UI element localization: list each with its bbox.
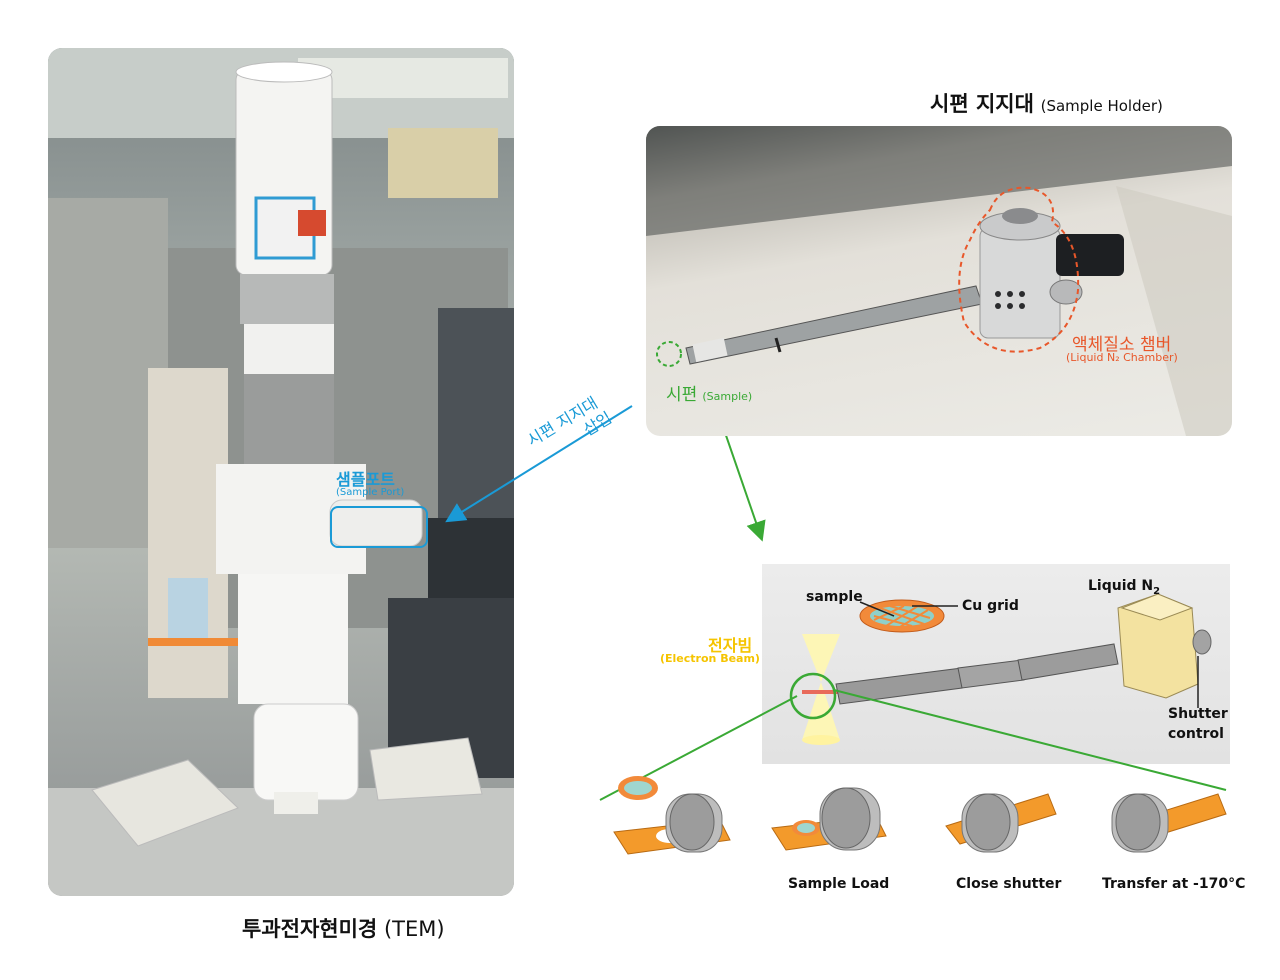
holder-title-ko: 시편 지지대 xyxy=(930,92,1034,116)
chamber-outline xyxy=(958,186,1080,353)
tem-title-en: (TEM) xyxy=(383,917,445,941)
chamber-label-ko: 액체질소 챔버 xyxy=(1072,335,1172,355)
beam-zoom-circle xyxy=(789,672,837,720)
shutter-line2: control xyxy=(1168,726,1224,742)
shutter-control-label: Shutter control xyxy=(1168,704,1228,744)
holder-caption: 시편 지지대 (Sample Holder) xyxy=(930,88,1163,118)
holder-photo xyxy=(646,126,1232,436)
sample-label-en: (Sample) xyxy=(702,390,753,403)
tem-title-ko: 투과전자현미경 xyxy=(242,917,378,941)
insertion-arrow-line xyxy=(445,405,633,523)
sample-label: 시편 (Sample) xyxy=(666,380,752,405)
schematic-sample-label: sample xyxy=(806,589,863,605)
step-sample-load-graphic xyxy=(613,793,731,855)
schematic-illustration xyxy=(802,593,1212,745)
step-close-shutter-graphic-2 xyxy=(945,793,1057,853)
sample-port-label-en: (Sample Port) xyxy=(336,487,405,498)
liquid-n2-text: Liquid N xyxy=(1088,578,1154,594)
tem-illustration xyxy=(48,48,514,896)
holder-schematic xyxy=(762,564,1230,764)
zoom-line-right xyxy=(833,689,1227,791)
beam-label-en: (Electron Beam) xyxy=(660,652,760,665)
tem-photo xyxy=(48,48,514,896)
shutter-line1: Shutter xyxy=(1168,706,1228,722)
schematic-cu-grid-label: Cu grid xyxy=(962,598,1019,614)
step-label-close-shutter: Close shutter xyxy=(956,876,1062,892)
sample-port-highlight xyxy=(330,506,428,548)
step-label-sample-load: Sample Load xyxy=(788,876,890,892)
tem-caption: 투과전자현미경 (TEM) xyxy=(242,913,445,943)
holder-illustration xyxy=(646,126,1232,436)
sample-port-label-ko: 샘플포트 xyxy=(336,470,395,489)
sample-zoom-arrow xyxy=(719,417,766,542)
sample-label-ko: 시편 xyxy=(666,385,698,405)
step-close-shutter-graphic xyxy=(771,787,887,851)
liquid-n2-subscript: 2 xyxy=(1153,585,1161,597)
holder-title-en: (Sample Holder) xyxy=(1040,97,1163,115)
schematic-liquid-n2-label: Liquid N2 xyxy=(1088,578,1160,597)
steps-illustration xyxy=(613,776,1227,855)
sample-circle xyxy=(656,341,682,367)
beam-label-ko: 전자빔 xyxy=(708,636,753,655)
step-transfer-graphic xyxy=(1111,793,1227,853)
step-label-transfer: Transfer at -170°C xyxy=(1102,876,1246,892)
chamber-label-en: (Liquid N₂ Chamber) xyxy=(1066,351,1178,364)
